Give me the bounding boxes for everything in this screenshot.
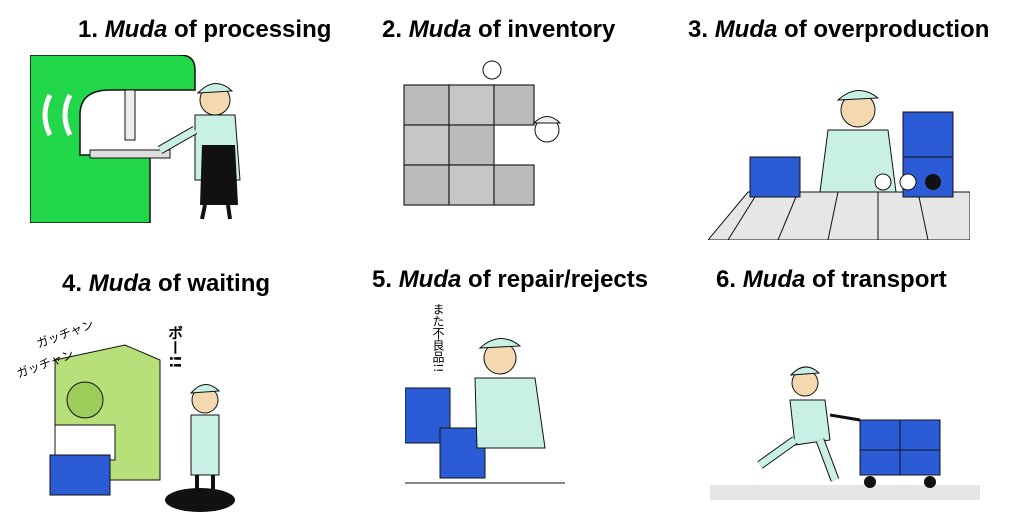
overproduction-illustration [708, 82, 970, 240]
panel-2-title: 2. Muda of inventory [382, 16, 616, 43]
panel-3-title: 3. Muda of overproduction [688, 16, 990, 43]
rejects-illustration: また不良品!! [405, 298, 565, 493]
panel-5-title: 5. Muda of repair/rejects [372, 266, 649, 293]
processing-illustration [30, 55, 300, 223]
panel-6-title: 6. Muda of transport [716, 266, 947, 293]
panel-1-title: 1. Muda of processing [78, 16, 332, 43]
waiting-illustration: ガッチャン ガッチャン ボー!! [15, 305, 255, 515]
rejects-sound-effect: また不良品!! [431, 303, 445, 373]
waiting-worker-sound: ボー!! [166, 325, 184, 369]
transport-illustration [710, 345, 980, 500]
inventory-illustration [402, 55, 562, 207]
panel-4-title: 4. Muda of waiting [62, 270, 271, 297]
